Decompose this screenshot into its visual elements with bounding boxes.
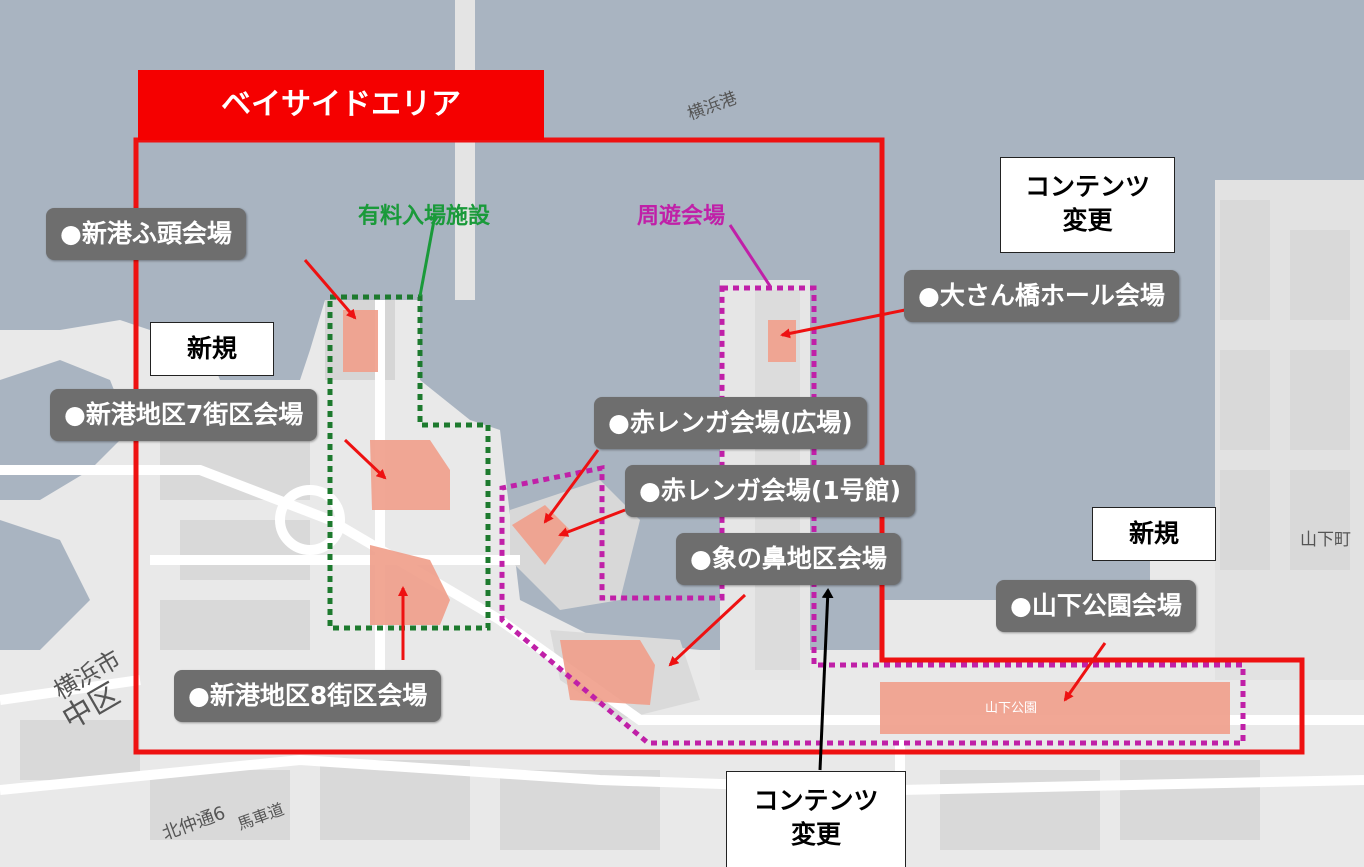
area-title-tab: ベイサイドエリア [138,70,544,140]
content-change-note-top: コンテンツ 変更 [1000,157,1175,253]
paid-facility-label: 有料入場施設 [358,204,491,229]
venue-label-yamashita[interactable]: ●山下公園会場 [996,580,1196,632]
content-change-line1: コンテンツ [1024,172,1150,201]
venue-label-zounohana[interactable]: ●象の鼻地区会場 [676,533,901,585]
venue-label-shinko7[interactable]: ●新港地区7街区会場 [50,389,318,441]
venue-label-osanbashi[interactable]: ●大さん橋ホール会場 [904,270,1179,322]
area-title: ベイサイドエリア [221,87,461,122]
venue-label-shinko8[interactable]: ●新港地区8街区会場 [174,670,442,722]
tour-venue-label: 周遊会場 [637,204,726,229]
venue-label-akarenga-1[interactable]: ●赤レンガ会場(1号館) [625,465,916,517]
street-map-label-3: 山下公園 [985,701,1037,716]
content-change-note-bottom: コンテンツ 変更 [726,771,906,867]
content-change-line1: コンテンツ [753,786,879,815]
content-change-line2: 変更 [790,820,841,849]
new-note-left: 新規 [150,322,274,376]
new-note-right: 新規 [1092,507,1216,561]
venue-label-shinko-futo[interactable]: ●新港ふ頭会場 [46,208,246,260]
content-change-line2: 変更 [1062,206,1113,235]
district-map-label: 山下町 [1300,530,1351,550]
venue-label-akarenga-hiroba[interactable]: ●赤レンガ会場(広場) [594,397,867,449]
